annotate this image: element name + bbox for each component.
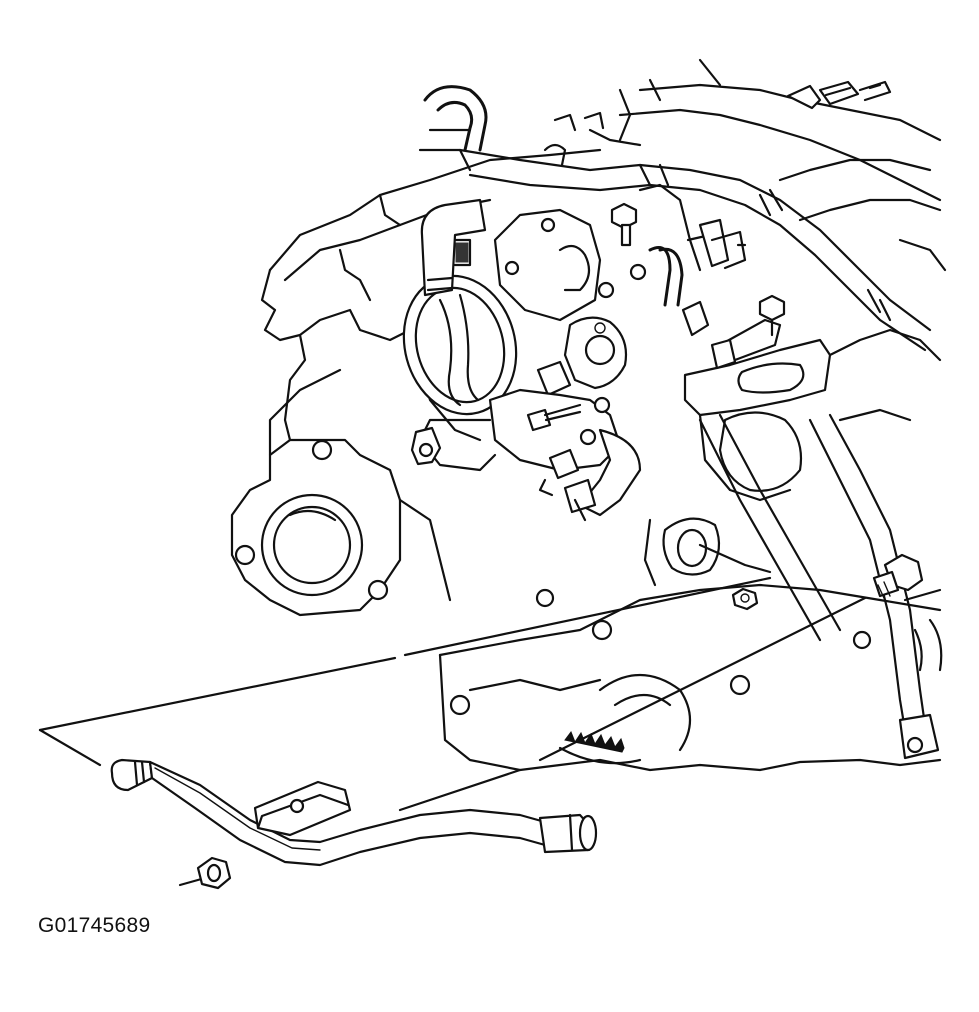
lower-fittings bbox=[410, 426, 642, 522]
upper-right-manifold bbox=[618, 58, 947, 272]
top-coolant-hose bbox=[458, 148, 932, 352]
engine-lower-block bbox=[438, 583, 943, 772]
left-flange bbox=[230, 368, 452, 617]
figure-id-label: G01745689 bbox=[38, 914, 151, 937]
bolt-callout bbox=[872, 553, 924, 599]
right-mount-bracket bbox=[683, 294, 942, 502]
vacuum-hoses bbox=[543, 111, 747, 337]
nut-callout bbox=[196, 856, 232, 890]
leader-lines bbox=[38, 543, 867, 887]
throttle-body bbox=[402, 198, 647, 472]
engine-port bbox=[643, 517, 721, 587]
coolant-bypass-pipe bbox=[110, 758, 598, 867]
